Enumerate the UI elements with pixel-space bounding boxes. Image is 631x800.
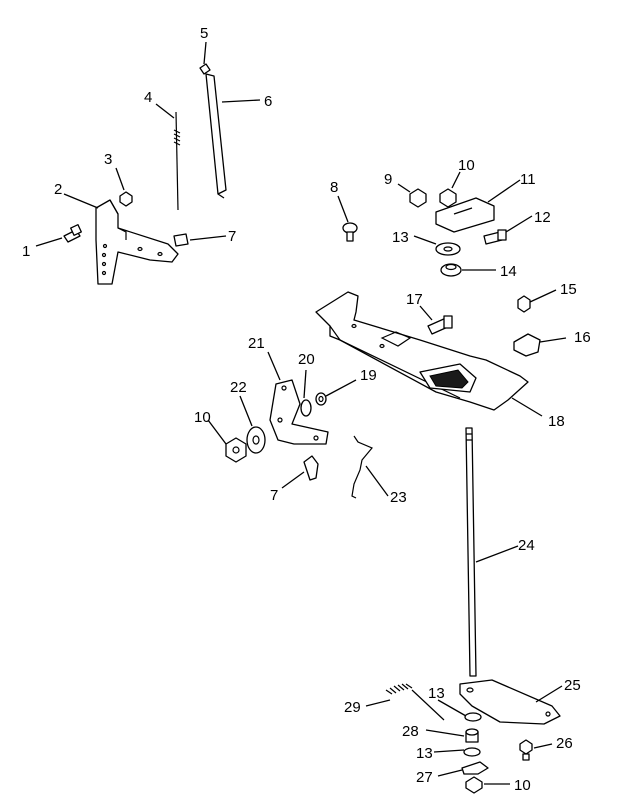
nut-part-3 [119,191,133,207]
callout-20: 20 [298,351,315,368]
callout-28: 28 [402,723,419,740]
spring-rod-part-4 [173,111,181,211]
clip-part-16 [513,333,541,357]
bolt-part-17 [427,315,453,335]
screw-part-15 [517,295,531,313]
spring-part-29 [385,683,445,721]
callout-11: 11 [520,171,536,188]
clip-part-7-mid [303,455,319,481]
nut-part-9 [409,188,427,208]
callout-10-top: 10 [458,157,475,174]
control-lever-part [95,199,179,285]
callout-2: 2 [54,181,62,198]
washer-part-13-mid [464,712,482,722]
callout-17: 17 [406,291,423,308]
clip-part-5 [199,63,211,75]
lever-plate-part-21 [269,379,329,445]
callout-10-low: 10 [514,777,531,794]
nut-part-10-top [439,188,457,208]
callout-27: 27 [416,769,433,786]
callout-9: 9 [384,171,392,188]
callout-22: 22 [230,379,247,396]
callout-6: 6 [264,93,272,110]
callout-12: 12 [534,209,551,226]
bushing-part-28 [465,728,479,743]
leader-lines [35,41,567,785]
callout-1: 1 [22,243,30,260]
bottom-plate-part-25 [459,679,561,725]
callout-15: 15 [560,281,577,298]
callout-3: 3 [104,151,112,168]
callout-29: 29 [344,699,361,716]
callout-13-top: 13 [392,229,409,246]
callout-23: 23 [390,489,407,506]
callout-21: 21 [248,335,265,352]
shaft-part-24 [465,427,477,677]
callout-8: 8 [330,179,338,196]
callout-10-mid: 10 [194,409,211,426]
wire-link-part-23 [351,435,373,499]
callout-4: 4 [144,89,152,106]
callout-24: 24 [518,537,535,554]
nut-part-10-mid [225,437,247,463]
bolt-part-12 [483,229,507,245]
callout-25: 25 [564,677,581,694]
callout-26: 26 [556,735,573,752]
bolt-part-1 [63,224,82,243]
link-rod-part-6 [205,73,227,199]
screw-part-26 [519,739,533,761]
washer-part-19 [315,392,327,406]
washer-part-20 [300,399,312,417]
base-plate-part-18 [315,291,529,411]
callout-labels: 1 2 3 4 5 6 7 8 9 10 11 12 13 14 15 16 1… [22,25,591,794]
bushing-part-14 [440,263,462,277]
callout-13-low: 13 [416,745,433,762]
clip-part-7-upper [173,233,189,247]
washer-part-13-low [463,747,481,757]
bracket-part-11 [435,197,495,233]
callout-14: 14 [500,263,517,280]
washer-part-13-top [435,242,461,256]
callout-7-upper: 7 [228,228,236,245]
washer-part-22 [246,426,266,454]
callout-19: 19 [360,367,377,384]
callout-18: 18 [548,413,565,430]
link-end-part-27 [461,761,489,775]
screw-part-8 [342,222,358,242]
nut-part-10-low [465,776,483,794]
callout-16: 16 [574,329,591,346]
callout-7-mid: 7 [270,487,278,504]
callout-13-mid: 13 [428,685,445,702]
callout-5: 5 [200,25,208,42]
